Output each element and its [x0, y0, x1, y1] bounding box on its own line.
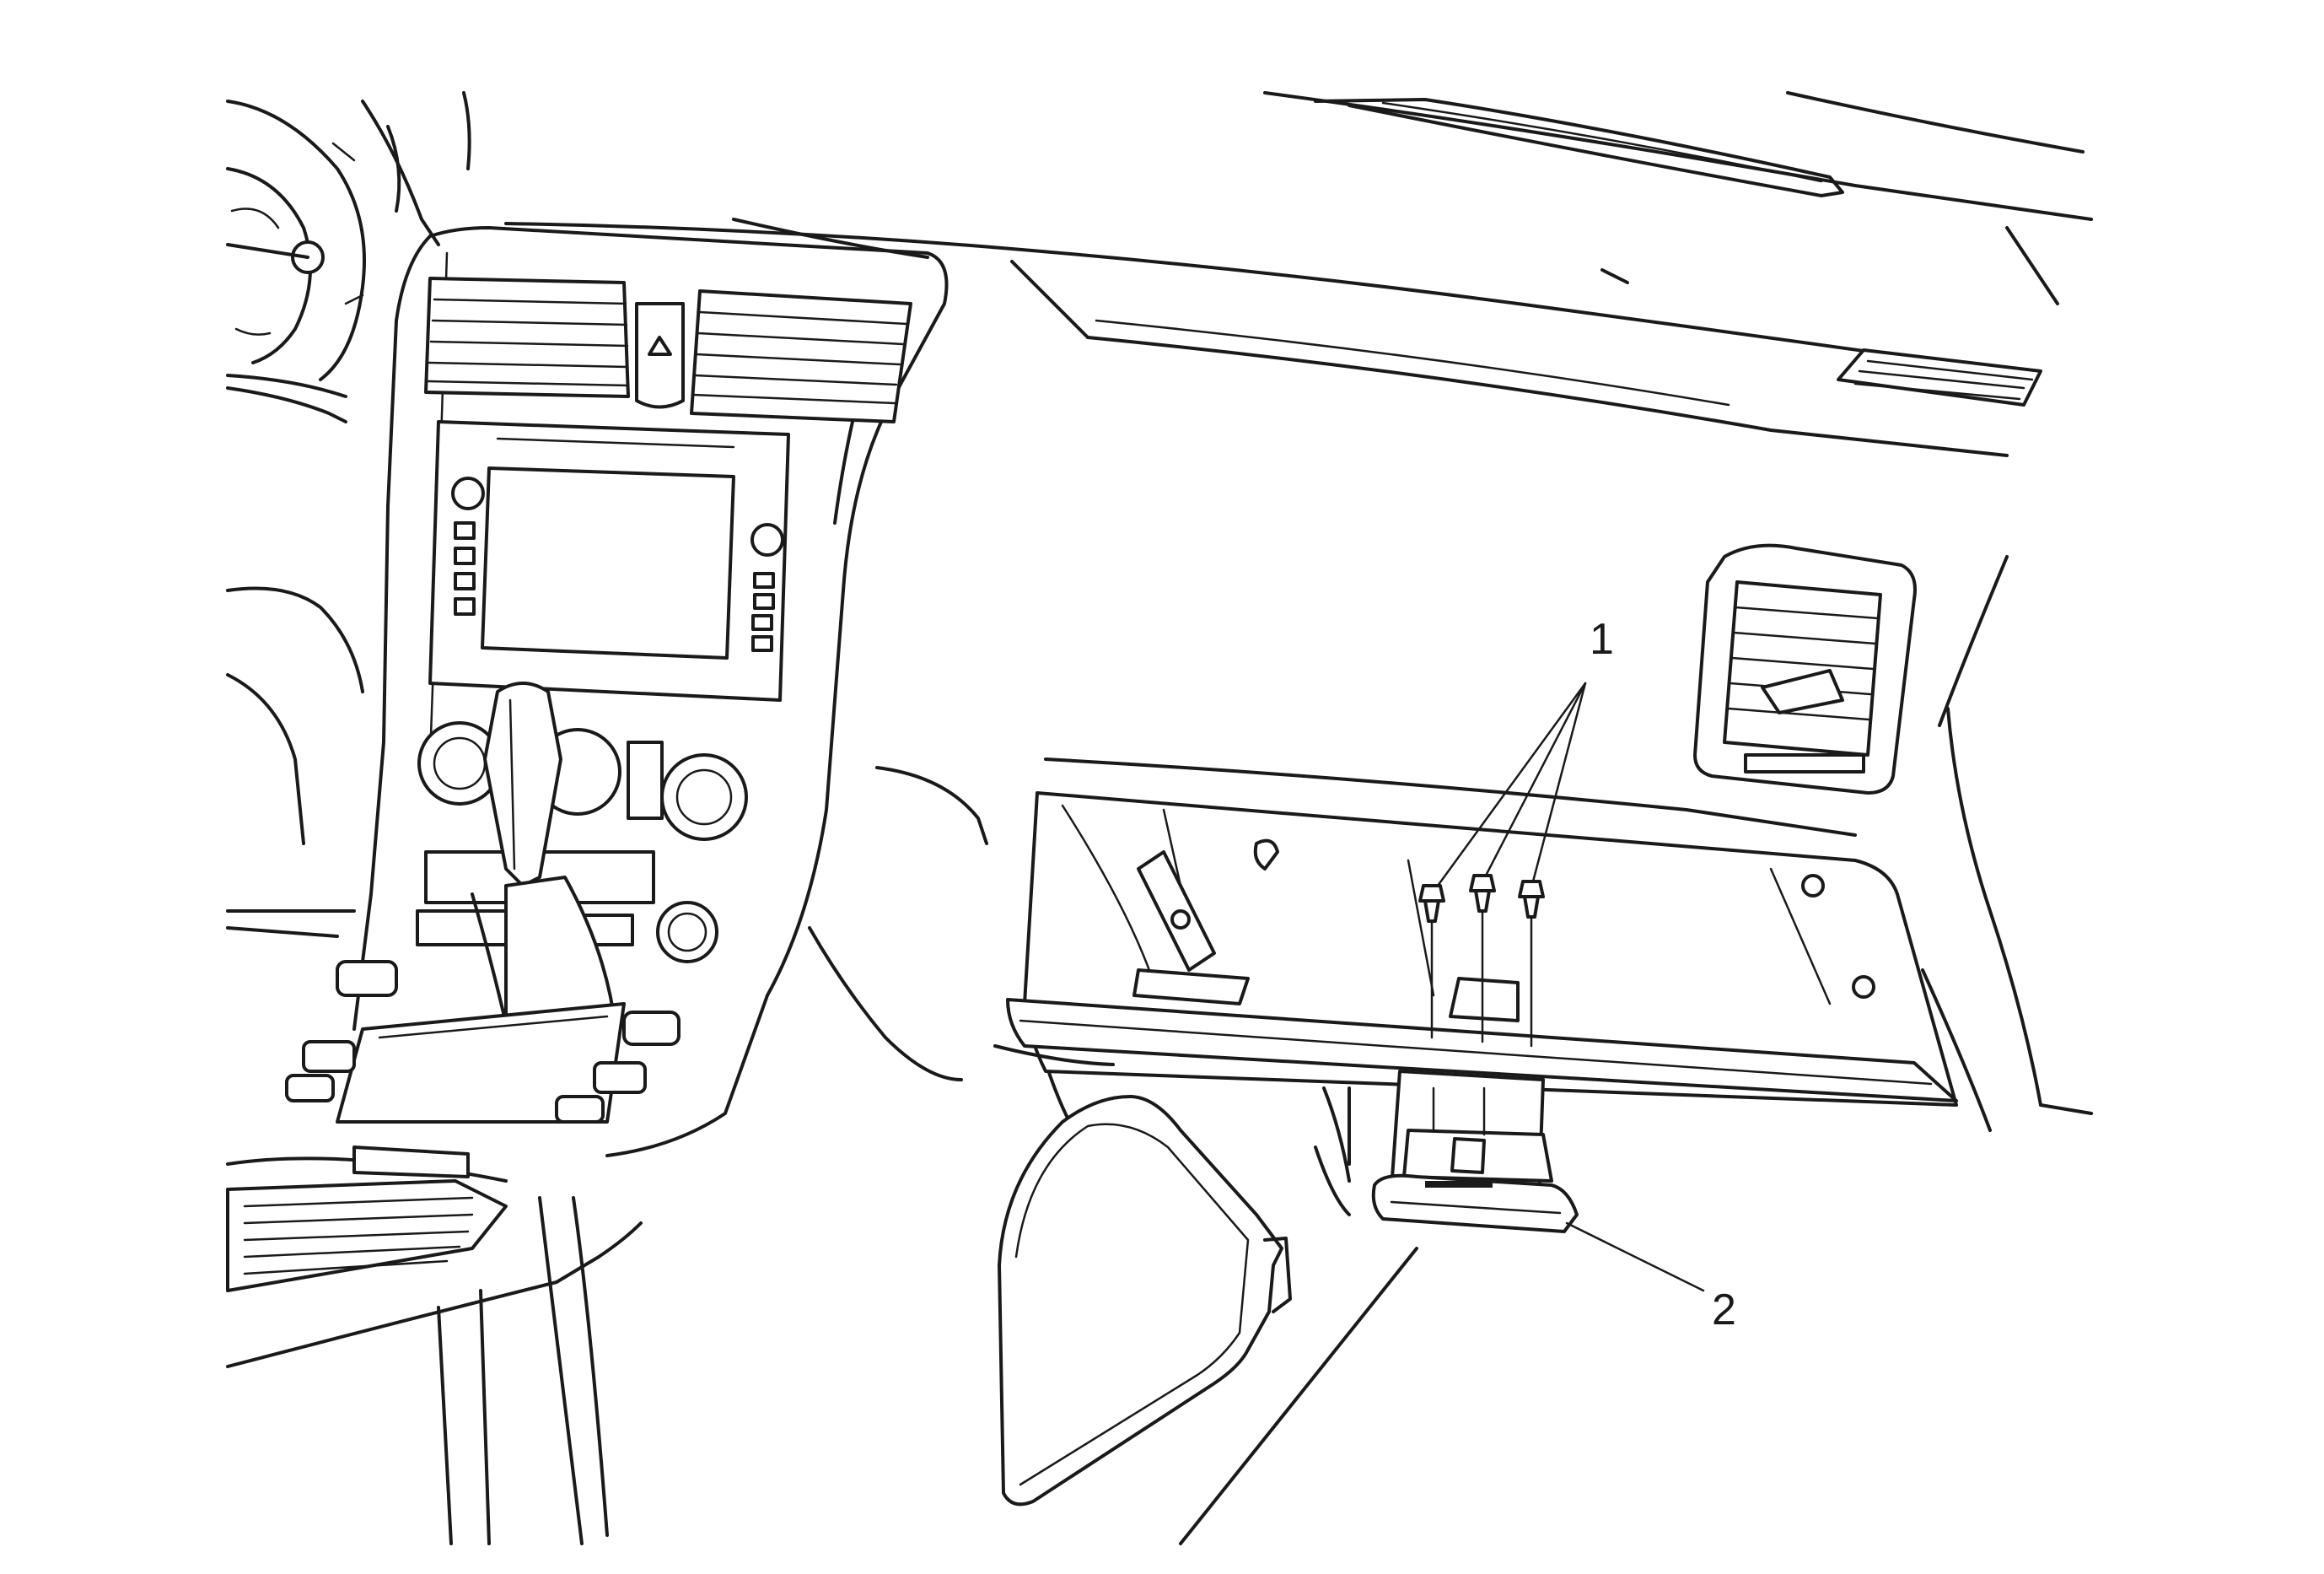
right-defrost-vent: [1837, 348, 2042, 407]
callout-1-label: 1: [1590, 615, 1614, 664]
glove-box-latch: [1371, 1070, 1579, 1233]
fastener-middle: [1469, 874, 1496, 1043]
gear-shifter: [336, 682, 626, 1124]
center-console: [226, 1145, 643, 1545]
floor-lines: [1179, 1086, 1418, 1545]
callout-leaders: [1436, 682, 1705, 1292]
glove-box-fasteners: [1418, 874, 1545, 1048]
leader-1-a: [1436, 682, 1587, 887]
callout-2-label: 2: [1712, 1286, 1736, 1334]
knee-bolster-cover: [998, 1095, 1292, 1507]
fastener-right: [1518, 880, 1545, 1048]
left-dash-trim: [226, 386, 364, 938]
center-air-vents: [424, 277, 912, 423]
leader-2: [1565, 1221, 1705, 1292]
radio-display-unit: [428, 420, 790, 702]
leader-1-b: [1484, 682, 1587, 877]
glove-box-door: [993, 791, 1958, 1107]
right-side-air-vent: [1693, 543, 1917, 795]
console-switches: [285, 960, 681, 1124]
upper-dash: [504, 91, 2093, 457]
instrument-cluster: [226, 91, 471, 398]
leader-1-c: [1531, 682, 1587, 883]
fastener-left: [1418, 884, 1445, 1039]
